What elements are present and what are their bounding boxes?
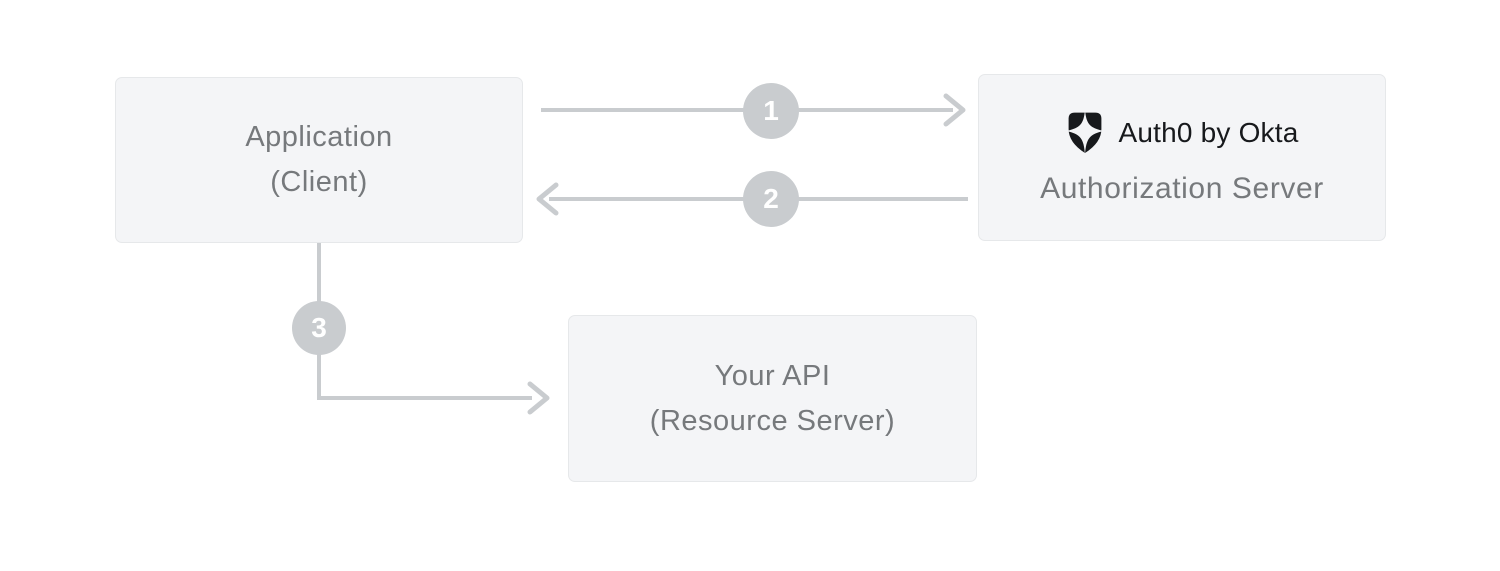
auth0-brand-text: Auth0 by Okta	[1118, 116, 1299, 148]
auth0-brand-row: Auth0 by Okta	[1065, 110, 1298, 156]
authorization-server-label: Authorization Server	[1040, 171, 1324, 205]
node-your-api: Your API (Resource Server)	[568, 315, 977, 482]
node-application: Application (Client)	[115, 77, 523, 243]
step-badge-1: 1	[743, 83, 799, 139]
node-authorization-server: Auth0 by Okta Authorization Server	[978, 74, 1386, 241]
step-badge-3: 3	[292, 301, 346, 355]
auth0-shield-icon	[1065, 110, 1106, 155]
your-api-label: Your API (Resource Server)	[650, 354, 895, 444]
your-api-title: Your API	[714, 359, 831, 392]
application-label: Application (Client)	[245, 115, 392, 205]
step-badge-2: 2	[743, 171, 799, 227]
application-subtitle: (Client)	[270, 166, 368, 198]
arrow-step3	[317, 243, 550, 415]
your-api-subtitle: (Resource Server)	[649, 404, 896, 437]
application-title: Application	[245, 121, 393, 153]
